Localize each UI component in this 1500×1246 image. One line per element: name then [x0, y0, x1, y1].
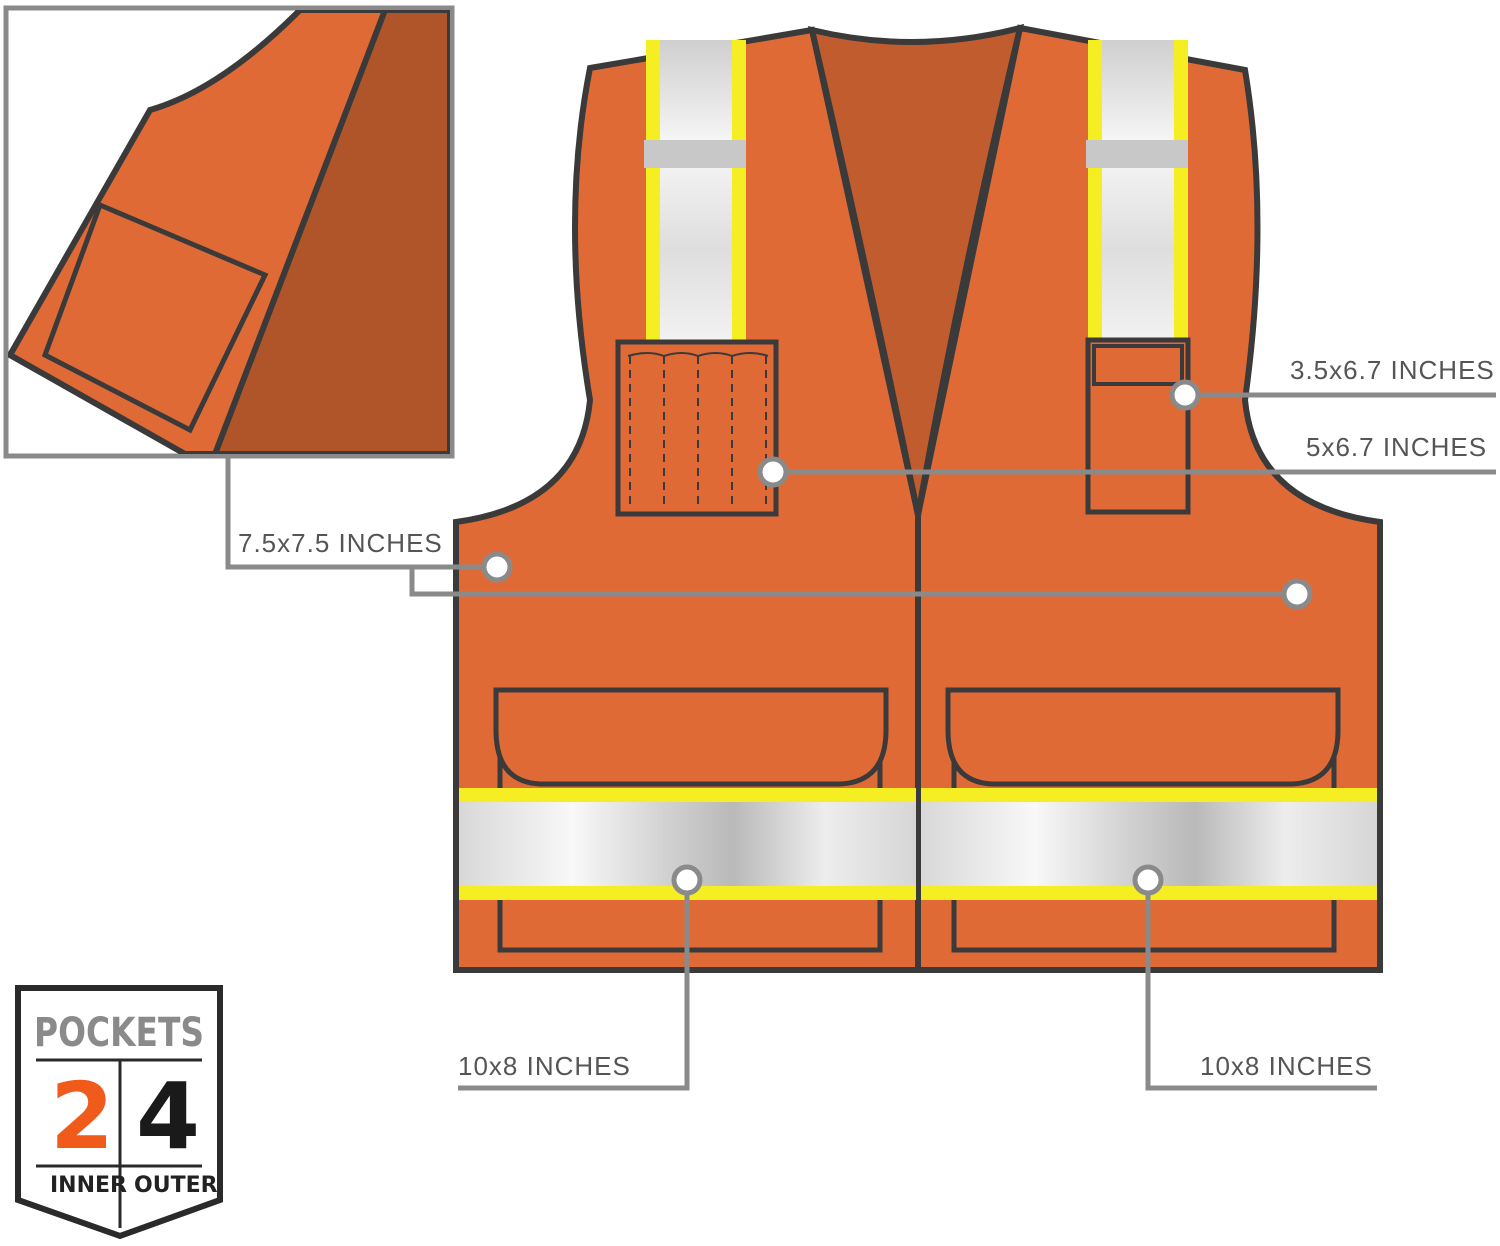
badge-outer-count: 4	[136, 1063, 200, 1170]
vest-back-inside	[807, 23, 1025, 516]
badge-title: POCKETS	[34, 1010, 204, 1056]
safety-vest	[453, 23, 1383, 973]
label-chest-pocket: 5x6.7 INCHES	[1306, 432, 1487, 462]
badge-outer-label: OUTER	[134, 1173, 218, 1198]
inset-vest-lining	[211, 10, 450, 454]
marker-inner-pocket-right	[1281, 578, 1313, 610]
pockets-count-badge: POCKETS 2 4 INNER OUTER	[15, 985, 223, 1240]
marker-pen-pocket	[1169, 379, 1201, 411]
marker-lower-right-pocket	[1132, 864, 1164, 896]
marker-lower-left-pocket	[671, 864, 703, 896]
badge-inner-count: 2	[50, 1063, 114, 1170]
label-inner-pockets: 7.5x7.5 INCHES	[238, 528, 443, 558]
marker-chest-pocket	[757, 456, 789, 488]
left-chest-pocket	[615, 339, 779, 517]
inner-pocket-inset	[3, 5, 455, 459]
right-pen-pocket	[1085, 337, 1191, 515]
label-lower-left-pocket: 10x8 INCHES	[458, 1051, 631, 1081]
callout-markers	[481, 379, 1313, 896]
marker-inner-pocket-left	[481, 551, 513, 583]
callout-lines	[225, 392, 1496, 1091]
label-lower-right-pocket: 10x8 INCHES	[1200, 1051, 1373, 1081]
label-pen-pocket: 3.5x6.7 INCHES	[1290, 355, 1495, 385]
left-shoulder-reflective-stripe	[644, 40, 746, 340]
right-shoulder-reflective-stripe	[1086, 40, 1188, 340]
badge-inner-label: INNER	[50, 1173, 127, 1198]
inset-inner-pocket	[41, 201, 269, 434]
